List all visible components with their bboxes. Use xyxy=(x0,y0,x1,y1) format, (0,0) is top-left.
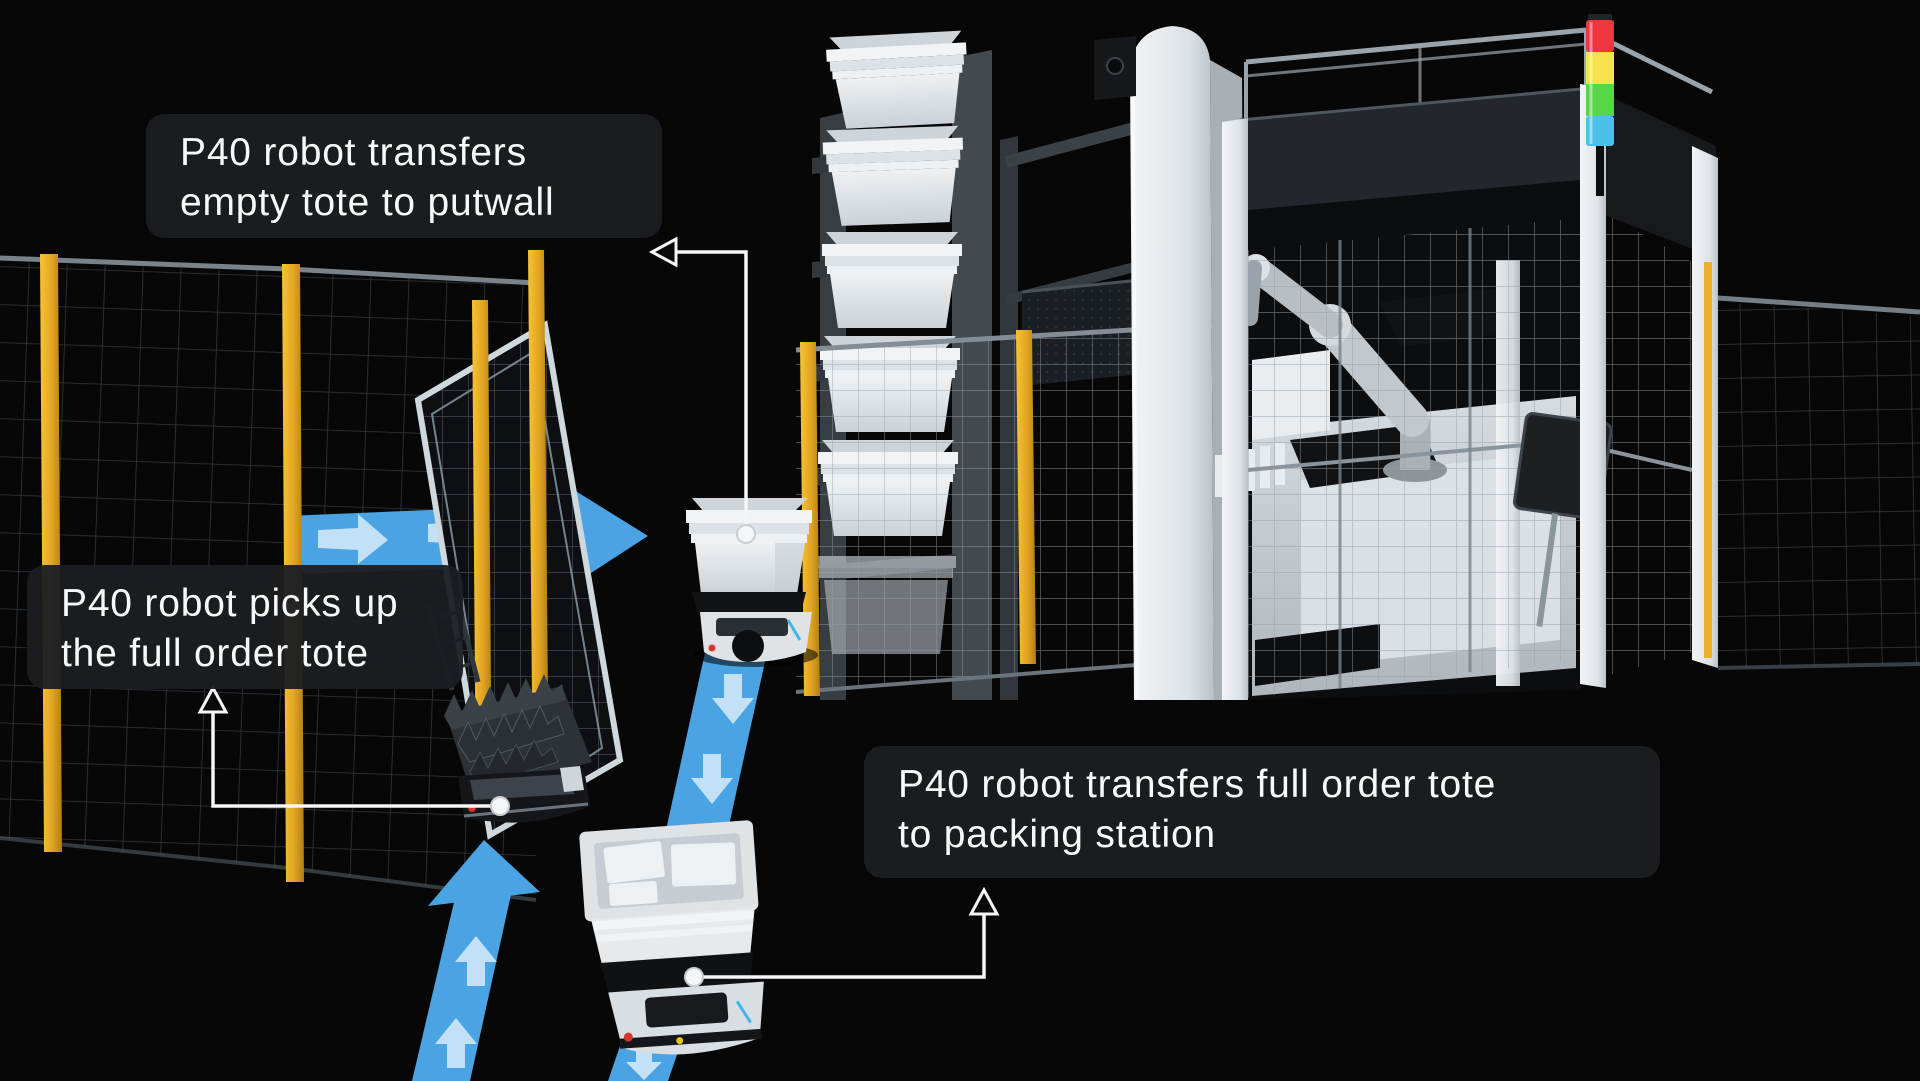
anchor-dot xyxy=(684,967,704,987)
fence-post xyxy=(472,300,492,816)
tote-packages xyxy=(603,841,737,906)
robot-base xyxy=(608,981,764,1055)
empty-tote xyxy=(686,498,812,594)
fence-post xyxy=(40,254,62,852)
packing-station-enclosure xyxy=(1215,14,1718,700)
anchor-dot xyxy=(490,796,510,816)
safety-fence-right xyxy=(1717,295,1920,670)
annotation-packing xyxy=(684,886,1000,987)
spike-platform xyxy=(444,674,592,796)
arrow-right-icon xyxy=(318,514,388,564)
robot-collar xyxy=(692,592,806,616)
callout-pick-up-line2: the full order tote xyxy=(61,631,369,675)
fence-post xyxy=(528,250,548,700)
arrow-up-icon xyxy=(197,684,229,714)
signal-blue xyxy=(1586,116,1614,146)
station-front-fence xyxy=(1247,218,1581,698)
signal-green xyxy=(1586,84,1614,116)
callout-packing-line2: to packing station xyxy=(898,812,1216,856)
callout-pick-up-line1: P40 robot picks up xyxy=(61,582,399,625)
corner-column xyxy=(1222,118,1248,700)
corner-column xyxy=(1580,84,1606,688)
callout-pick-up: P40 robot picks up the full order tote xyxy=(27,565,463,689)
p40-robot-empty-tote xyxy=(686,498,818,667)
callout-packing: P40 robot transfers full order tote to p… xyxy=(864,746,1660,878)
annotation-empty-tote xyxy=(648,236,756,544)
anchor-dot xyxy=(736,524,756,544)
robot-base xyxy=(700,612,812,662)
arrow-up-icon xyxy=(455,936,497,986)
flow-arrow-path-down xyxy=(666,648,768,830)
callout-empty-tote: P40 robot transfers empty tote to putwal… xyxy=(146,114,662,238)
annotation-pick-up xyxy=(197,684,510,816)
header-panel-side xyxy=(1592,88,1716,258)
full-tote xyxy=(579,820,759,967)
annotations xyxy=(197,236,1000,987)
arrow-down-icon xyxy=(691,754,733,804)
arrow-down-icon xyxy=(626,1046,662,1080)
arrow-up-icon xyxy=(435,1018,477,1068)
p40-robot-full-tote xyxy=(579,820,764,1055)
callout-packing-line1: P40 robot transfers full order tote xyxy=(898,763,1497,806)
callout-empty-tote-line1: P40 robot transfers xyxy=(180,131,527,174)
station-right-fence xyxy=(1605,214,1693,676)
camera-unit xyxy=(1094,36,1136,100)
signal-yellow xyxy=(1586,52,1614,84)
signal-tower xyxy=(1586,14,1614,196)
arrow-up-icon xyxy=(968,886,1000,916)
callout-empty-tote-line2: empty tote to putwall xyxy=(180,180,555,224)
flow-arrow-path-up xyxy=(412,840,540,1081)
signal-red xyxy=(1586,20,1614,52)
arrow-down-icon xyxy=(712,674,754,724)
fence-post xyxy=(1016,330,1036,664)
arrow-left-icon xyxy=(648,236,678,268)
door-column xyxy=(1692,146,1718,668)
